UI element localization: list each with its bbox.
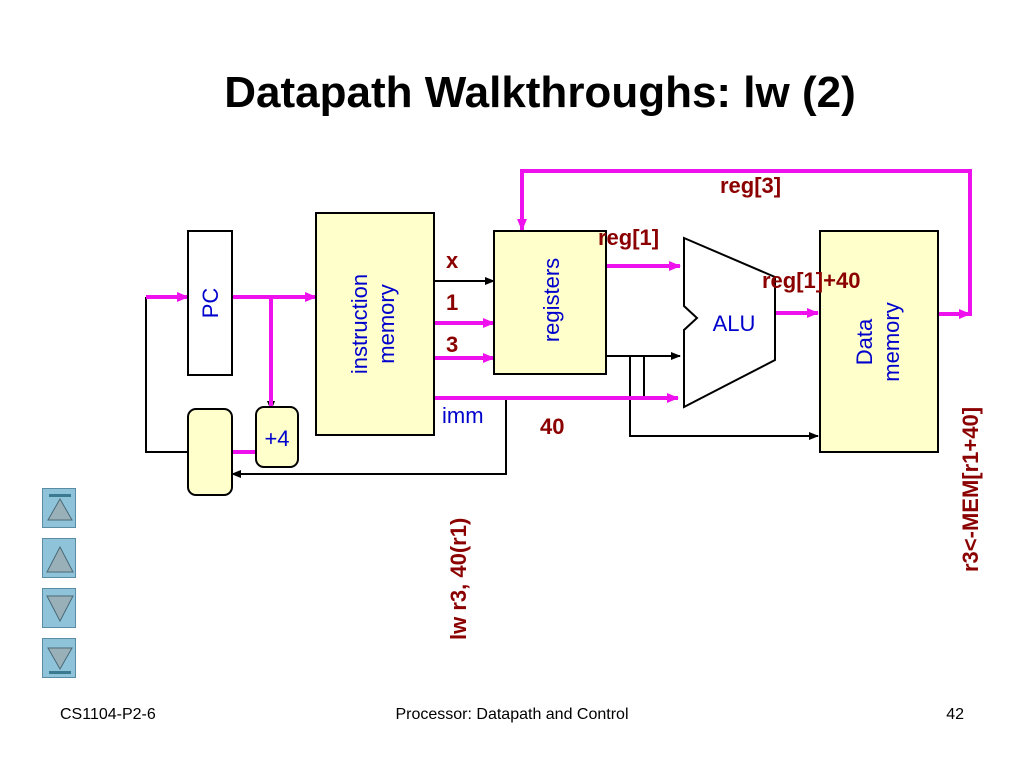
instruction-memory-label-line1: instruction [347,274,372,374]
pc-block [187,230,233,376]
data-memory-label-line2: memory [879,302,904,381]
pc-label: PC [198,288,223,319]
footer-course-code: CS1104-P2-6 [60,706,156,723]
instruction-label: lw r3, 40(r1) [446,518,471,640]
next-slide-icon [46,595,74,623]
signal-three: 3 [446,332,458,357]
signal-reg3: reg[3] [720,173,781,198]
first-slide-button[interactable] [42,488,76,528]
first-slide-icon [47,494,73,521]
instruction-memory-block [315,212,435,436]
wire-mux-in [145,297,188,453]
signal-x: x [446,248,459,273]
previous-slide-icon [46,545,74,573]
footer-slide-number: 42 [946,706,964,723]
signal-forty: 40 [540,414,564,439]
slide-title: Datapath Walkthroughs: lw (2) [224,68,856,117]
previous-slide-button[interactable] [42,538,76,578]
data-memory-label-line1: Data [852,318,877,365]
data-memory-block [819,230,939,453]
instruction-memory-label-line2: memory [374,284,399,363]
next-slide-button[interactable] [42,588,76,628]
pc-mux-block [187,408,233,496]
last-slide-button[interactable] [42,638,76,678]
wire-reg-b-to-dmem [629,356,819,440]
alu-label: ALU [713,311,756,336]
result-label: r3<-MEM[r1+40] [958,407,983,572]
alu-block [683,236,776,409]
wire-imm-to-mux [231,400,507,478]
signal-reg1: reg[1] [598,225,659,250]
signal-one: 1 [446,290,458,315]
signal-reg1-plus-40: reg[1]+40 [762,268,860,293]
registers-label: registers [539,258,564,342]
adder-label: +4 [264,426,289,451]
signal-imm: imm [442,403,484,428]
footer-topic: Processor: Datapath and Control [395,706,629,723]
last-slide-icon [47,647,73,674]
registers-block [493,230,607,375]
active-wires [146,169,972,454]
adder-block [255,406,299,468]
